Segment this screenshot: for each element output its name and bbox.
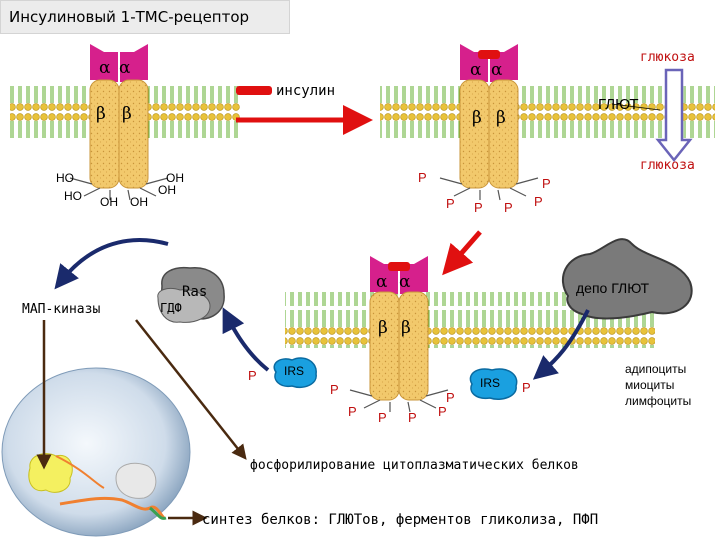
alpha-label: α: [119, 58, 130, 78]
page-title: Инсулиновый 1-ТМС-рецептор: [9, 8, 249, 26]
glut-label: ГЛЮТ: [598, 96, 639, 113]
gdp-label: ГДФ: [160, 301, 182, 315]
hydroxyl-label: HO: [56, 171, 74, 185]
phosphate-label: P: [542, 176, 551, 191]
ras-label: Ras: [182, 284, 207, 300]
cell-type-label: лимфоциты: [625, 394, 691, 408]
beta-label: β: [472, 108, 482, 128]
phosphate-label: P: [408, 410, 417, 425]
glucose-inside-label: глюкоза: [640, 158, 695, 173]
beta-label: β: [122, 104, 132, 124]
hydroxyl-label: OH: [130, 195, 148, 209]
irs-label: IRS: [480, 376, 500, 390]
hydroxyl-label: OH: [158, 183, 176, 197]
cell-type-label: миоциты: [625, 378, 674, 392]
phosphate-label: P: [418, 170, 427, 185]
glucose-outside-label: глюкоза: [640, 50, 695, 65]
alpha-label: α: [491, 60, 502, 80]
ribosome-shape: [116, 463, 156, 498]
transcription-factor: [29, 454, 73, 493]
hydroxyl-label: HO: [64, 189, 82, 203]
ras-to-map-arrow: [62, 240, 168, 280]
glut-depot-blob: [563, 239, 692, 318]
irs-label: IRS: [284, 364, 304, 378]
phosphate-label: P: [474, 200, 483, 215]
alpha-label: α: [99, 58, 110, 78]
phosphate-label: P: [348, 404, 357, 419]
cell-type-label: адипоциты: [625, 362, 686, 376]
alpha-label: α: [376, 272, 387, 292]
phosphate-label: P: [522, 380, 531, 395]
map-kinase-label: МАП-киназы: [22, 302, 100, 317]
irs-to-ras-arrow: [228, 318, 268, 370]
alpha-label: α: [470, 60, 481, 80]
beta-label: β: [378, 318, 388, 338]
phosphate-label: P: [446, 390, 455, 405]
phosphorylation-caption: фосфорилирование цитоплазматических белк…: [250, 458, 579, 473]
activation-arrow: [452, 232, 480, 264]
alpha-label: α: [399, 272, 410, 292]
beta-label: β: [96, 104, 106, 124]
phosphate-label: P: [330, 382, 339, 397]
insulin-label: инсулин: [276, 83, 335, 99]
phosphate-label: P: [504, 200, 513, 215]
beta-label: β: [496, 108, 506, 128]
phosphate-label: P: [248, 368, 257, 383]
insulin-molecule: [236, 86, 272, 95]
title-box: Инсулиновый 1-ТМС-рецептор: [0, 0, 290, 34]
phosphate-label: P: [378, 410, 387, 425]
synthesis-caption: синтез белков: ГЛЮТов, ферментов гликоли…: [202, 512, 598, 528]
phosphate-label: P: [446, 196, 455, 211]
phosphate-label: P: [438, 404, 447, 419]
glut-depot-label: депо ГЛЮТ: [576, 280, 649, 296]
nucleus: [2, 368, 190, 536]
phosphate-label: P: [534, 194, 543, 209]
hydroxyl-label: OH: [100, 195, 118, 209]
beta-label: β: [401, 318, 411, 338]
